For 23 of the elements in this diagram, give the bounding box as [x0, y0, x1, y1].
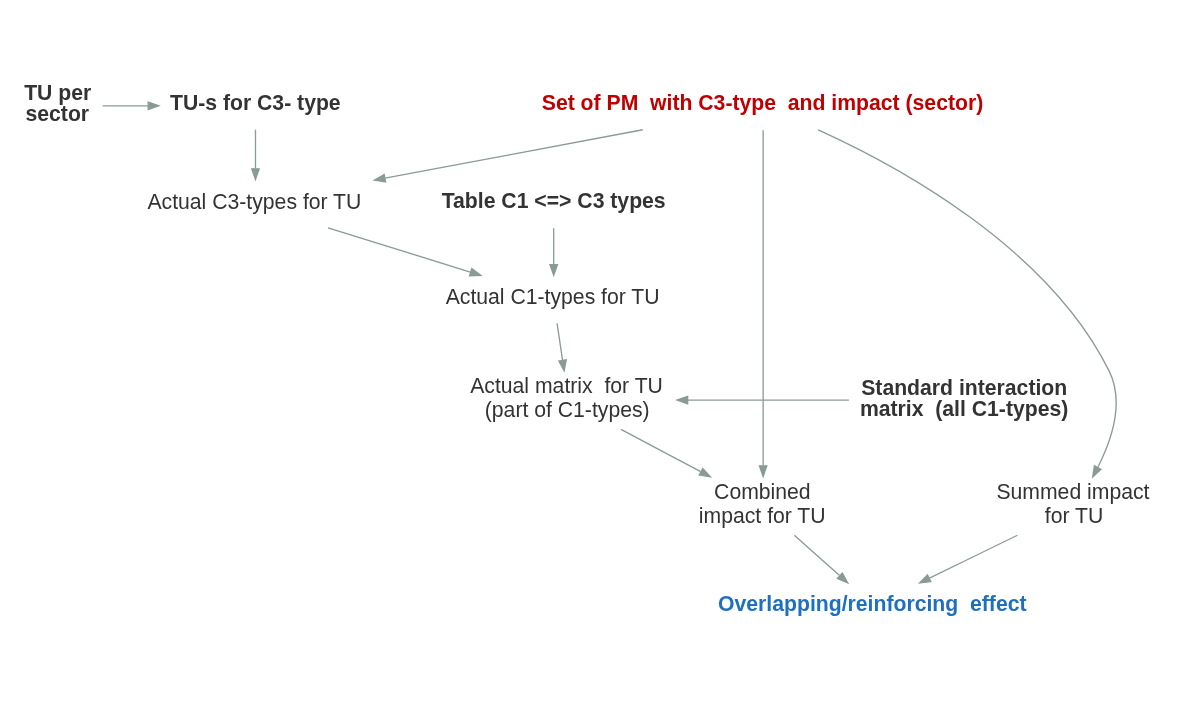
arrow — [675, 395, 850, 405]
node-text: Set of PM with C3-type and impact (sector) — [541, 90, 984, 114]
arrow — [817, 129, 1117, 479]
arrow — [327, 227, 483, 277]
node-text: Combined impact for TU — [698, 480, 826, 528]
node-text: Table C1 <=> C3 types — [441, 188, 666, 212]
arrow — [250, 129, 261, 182]
arrow — [556, 322, 568, 373]
node-text: Actual matrix for TU (part of C1-types) — [470, 374, 663, 422]
arrow — [102, 101, 161, 111]
arrow — [620, 428, 713, 478]
arrow — [917, 534, 1019, 584]
node-text: Standard interaction matrix (all C1-types) — [859, 375, 1069, 420]
node-text: Actual C3-types for TU — [147, 189, 362, 213]
node-text: Overlapping/reinforcing effect — [718, 591, 1027, 615]
node-text: TU-s for C3- type — [169, 90, 341, 114]
arrow — [372, 129, 644, 183]
arrow — [549, 227, 559, 278]
arrow — [793, 534, 850, 585]
node-text: TU per sector — [24, 81, 92, 126]
node-text: Actual C1-types for TU — [445, 285, 660, 309]
node-text: Summed impact for TU — [996, 480, 1150, 528]
arrow — [758, 129, 768, 479]
